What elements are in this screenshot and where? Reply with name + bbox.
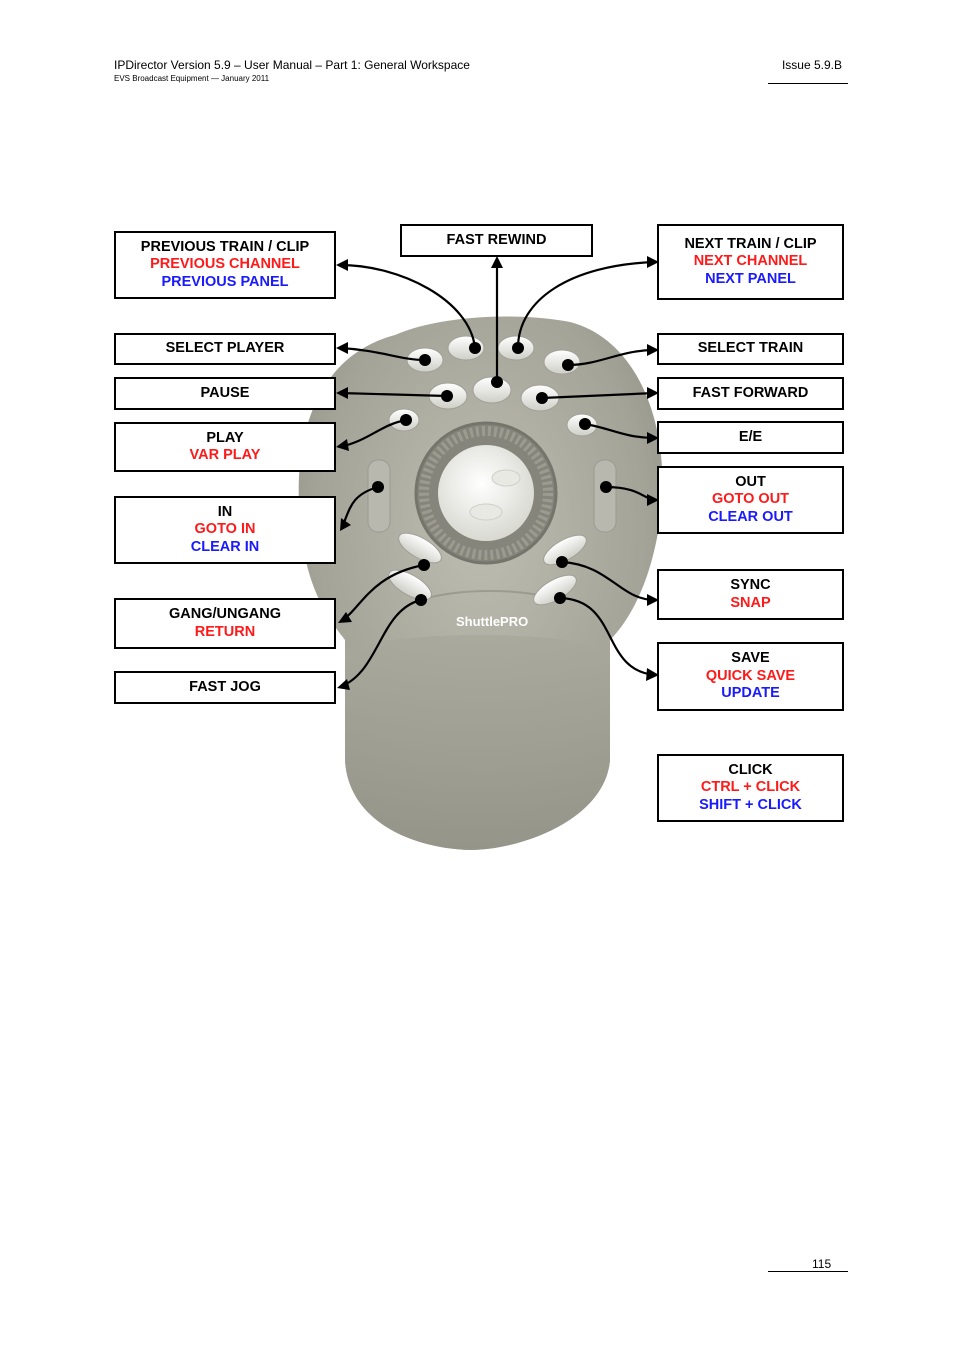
label-line-3: PREVIOUS PANEL (161, 274, 288, 292)
label-line-1: CLICK (728, 762, 772, 780)
label-line-2: SNAP (730, 595, 770, 613)
label-line-3: SHIFT + CLICK (699, 797, 802, 815)
label-line-1: SELECT PLAYER (166, 340, 285, 358)
side-button-right (594, 460, 616, 532)
label-line-3: NEXT PANEL (705, 271, 796, 289)
label-line-1: E/E (739, 429, 762, 447)
label-line-2: PREVIOUS CHANNEL (150, 256, 300, 274)
label-line-2: RETURN (195, 624, 255, 642)
label-out: OUT GOTO OUT CLEAR OUT (657, 466, 844, 534)
label-line-1: SYNC (730, 577, 770, 595)
label-line-1: NEXT TRAIN / CLIP (684, 236, 816, 254)
label-previous-train: PREVIOUS TRAIN / CLIP PREVIOUS CHANNEL P… (114, 231, 336, 299)
label-line-1: FAST JOG (189, 679, 261, 697)
label-line-1: PAUSE (201, 385, 250, 403)
label-select-player: SELECT PLAYER (114, 333, 336, 365)
page-number: 115 (812, 1257, 831, 1271)
label-line-2: VAR PLAY (190, 447, 261, 465)
label-click: CLICK CTRL + CLICK SHIFT + CLICK (657, 754, 844, 822)
label-select-train: SELECT TRAIN (657, 333, 844, 365)
label-in: IN GOTO IN CLEAR IN (114, 496, 336, 564)
label-line-1: PREVIOUS TRAIN / CLIP (141, 239, 309, 257)
side-button-left (368, 460, 390, 532)
label-line-1: SAVE (731, 650, 769, 668)
label-line-1: SELECT TRAIN (698, 340, 804, 358)
label-line-1: GANG/UNGANG (169, 606, 281, 624)
footer-rule (768, 1271, 848, 1272)
label-gang-ungang: GANG/UNGANG RETURN (114, 598, 336, 649)
label-line-3: CLEAR IN (191, 539, 259, 557)
label-line-2: QUICK SAVE (706, 668, 795, 686)
label-line-3: CLEAR OUT (708, 509, 793, 527)
label-pause: PAUSE (114, 377, 336, 410)
label-line-2: NEXT CHANNEL (694, 253, 808, 271)
label-line-1: IN (218, 504, 233, 522)
label-save: SAVE QUICK SAVE UPDATE (657, 642, 844, 711)
label-line-1: FAST FORWARD (693, 385, 809, 403)
jog-wheel (438, 445, 534, 541)
label-line-1: OUT (735, 474, 766, 492)
label-ee: E/E (657, 421, 844, 454)
label-line-2: GOTO IN (195, 521, 256, 539)
label-fast-rewind: FAST REWIND (400, 224, 593, 257)
label-line-3: UPDATE (721, 685, 780, 703)
label-sync: SYNC SNAP (657, 569, 844, 620)
label-fast-forward: FAST FORWARD (657, 377, 844, 410)
device-brand: ShuttlePRO (456, 614, 528, 629)
label-line-2: GOTO OUT (712, 491, 789, 509)
label-line-1: PLAY (206, 430, 243, 448)
label-fast-jog: FAST JOG (114, 671, 336, 704)
label-next-train: NEXT TRAIN / CLIP NEXT CHANNEL NEXT PANE… (657, 224, 844, 300)
label-line-1: FAST REWIND (447, 232, 547, 250)
label-play: PLAY VAR PLAY (114, 422, 336, 472)
label-line-2: CTRL + CLICK (701, 779, 800, 797)
